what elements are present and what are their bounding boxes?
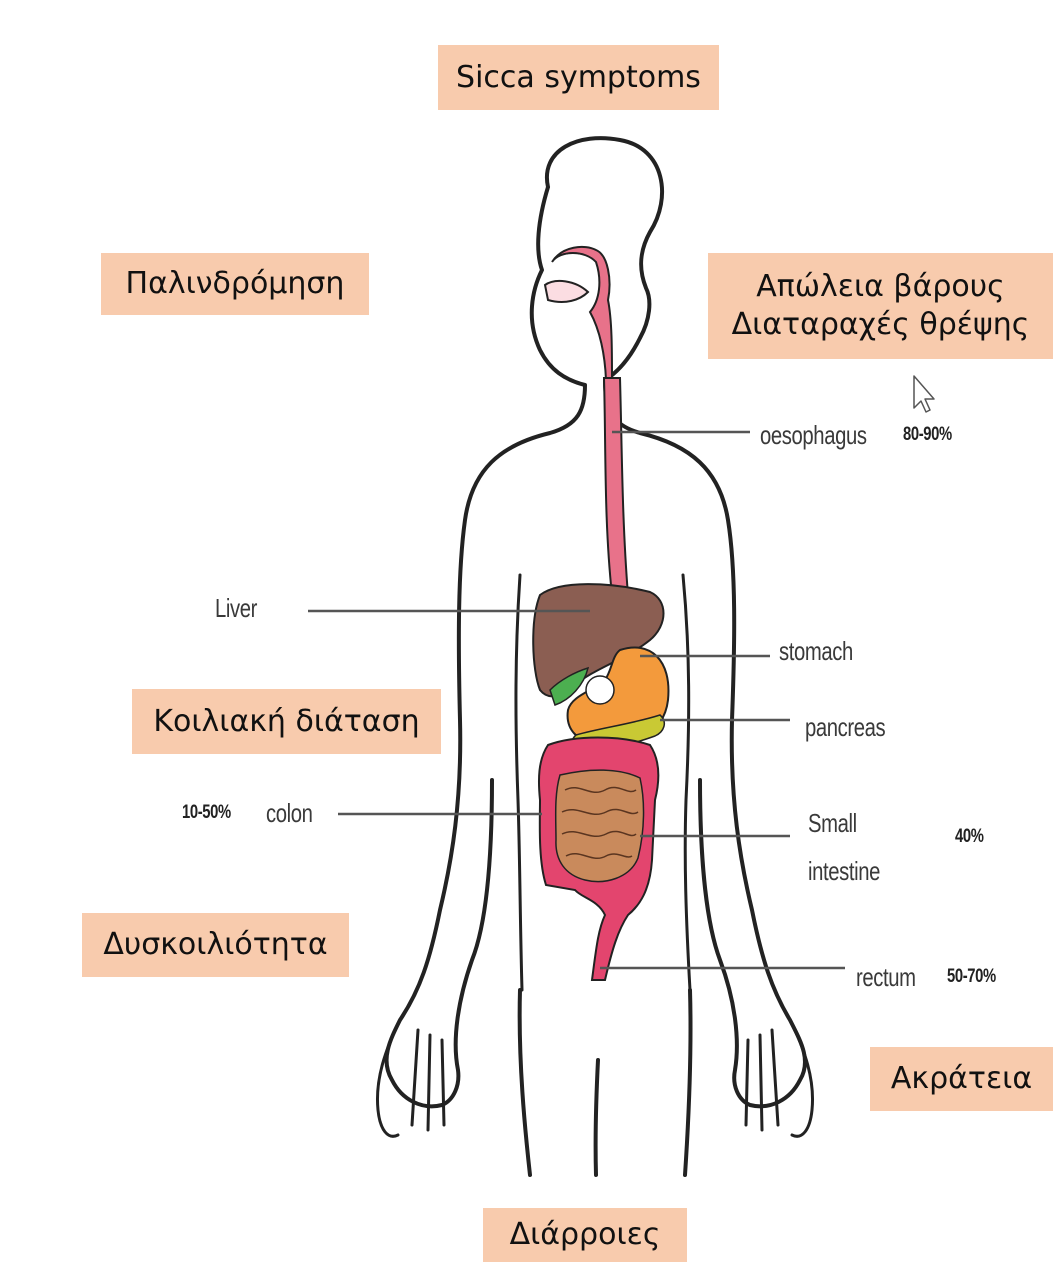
rectum-percentage: 50-70%	[947, 966, 996, 988]
small-intestine-label-line1: Small	[808, 808, 857, 839]
colon-percentage: 10-50%	[182, 802, 231, 824]
callout-weight-loss-line1: Απώλεια βάρους	[756, 268, 1004, 306]
small-intestine-organ	[556, 770, 644, 881]
oesophagus-label: oesophagus	[760, 420, 867, 451]
small-intestine-label-line2: intestine	[808, 856, 880, 887]
callout-diarrhoea-text: Διάρροιες	[510, 1216, 661, 1254]
callout-sicca-text: Sicca symptoms	[456, 59, 701, 97]
left-hand	[377, 1020, 444, 1136]
stomach-label: stomach	[779, 636, 853, 667]
callout-incontinence-text: Ακράτεια	[891, 1060, 1032, 1098]
callout-constipation: Δυσκοιλιότητα	[82, 913, 349, 977]
legs-outline	[520, 990, 691, 1175]
rectum-label: rectum	[856, 962, 916, 993]
callout-constipation-text: Δυσκοιλιότητα	[103, 926, 327, 964]
small-intestine-percentage: 40%	[955, 826, 983, 848]
callout-sicca-symptoms: Sicca symptoms	[438, 45, 719, 110]
callout-reflux: Παλινδρόμηση	[101, 253, 369, 315]
callout-weight-loss-line2: Διαταραχές θρέψης	[732, 306, 1030, 344]
oesophagus-organ	[604, 378, 628, 595]
pharynx	[552, 247, 612, 380]
oesophagus-percentage: 80-90%	[903, 424, 952, 446]
callout-incontinence: Ακράτεια	[870, 1047, 1053, 1111]
pancreas-label: pancreas	[805, 712, 885, 743]
liver-label: Liver	[215, 593, 257, 624]
callout-diarrhoea: Διάρροιες	[483, 1208, 687, 1262]
colon-label: colon	[266, 798, 313, 829]
cursor-icon	[914, 376, 934, 412]
callout-reflux-text: Παλινδρόμηση	[126, 265, 345, 303]
callout-weight-loss: Απώλεια βάρους Διαταραχές θρέψης	[708, 253, 1053, 359]
callout-abdominal-distension: Κοιλιακή διάταση	[132, 689, 441, 754]
stomach-highlight	[586, 676, 614, 704]
tongue-outline	[545, 281, 588, 302]
callout-abdominal-distension-text: Κοιλιακή διάταση	[153, 703, 419, 741]
